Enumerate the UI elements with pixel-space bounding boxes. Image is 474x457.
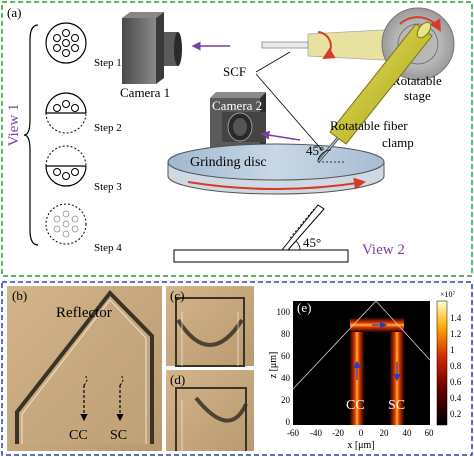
y-tick-20: 20 — [281, 395, 291, 405]
y-tick-40: 40 — [281, 373, 291, 383]
rotatable-fiber-clamp — [316, 21, 433, 163]
panel-c: (c) — [166, 286, 254, 367]
panel-e-colorbar-ticks: 1.4 1.2 1 0.8 0.6 0.4 0.2 — [450, 313, 462, 419]
y-tick-100: 100 — [277, 307, 291, 317]
cbar-tick-1: 1 — [450, 345, 455, 355]
panel-d: (d) — [166, 370, 254, 451]
scf-label: SCF — [223, 64, 246, 79]
fiber-clamp-label-line1: Rotatable fiber — [330, 118, 408, 133]
x-tick-60: 60 — [425, 428, 435, 438]
cbar-tick-0-6: 0.6 — [450, 377, 462, 387]
view1-label: View 1 — [6, 104, 22, 147]
panel-a: (a) View 1 Step 1 Step 2 — [1, 1, 473, 277]
x-tick-neg20: -20 — [332, 428, 344, 438]
cbar-tick-0-4: 0.4 — [450, 393, 462, 403]
panel-e-x-ticks: -60 -40 -20 0 20 40 60 — [287, 428, 434, 438]
panel-e-colorbar — [436, 300, 448, 426]
x-tick-40: 40 — [403, 428, 413, 438]
step4-diagram — [45, 203, 87, 245]
angle-bottom-label: 45° — [303, 235, 321, 250]
panel-b-cc-label: CC — [69, 428, 88, 443]
x-tick-0: 0 — [359, 428, 364, 438]
camera1-label: Camera 1 — [120, 85, 170, 100]
panel-e-y-axis-label: z [μm] — [268, 352, 279, 379]
panel-bottom-row: (b) Reflector CC SC (c) (d) — [1, 281, 473, 456]
rotatable-stage-label-line2: stage — [404, 88, 431, 103]
scf-pointer-2 — [255, 73, 323, 151]
step2-diagram — [45, 92, 87, 134]
reflector-label: Reflector — [56, 305, 112, 321]
panel-b-image — [7, 286, 162, 451]
view1-brace — [23, 24, 39, 246]
camera1-icon — [122, 12, 182, 84]
step3-diagram — [45, 145, 87, 187]
panel-a-label: (a) — [7, 5, 21, 20]
grinding-disc — [167, 143, 385, 195]
reflector-outline — [15, 289, 154, 444]
x-tick-neg60: -60 — [287, 428, 299, 438]
panel-b: (b) Reflector CC SC — [7, 286, 162, 451]
panel-c-label: (c) — [170, 288, 184, 303]
panel-e: CC SC (e) 100 80 60 40 20 0 z [μm] -60 -… — [268, 290, 462, 451]
camera2-icon — [210, 92, 266, 150]
y-tick-0: 0 — [286, 417, 291, 427]
panel-e-colorbar-exponent: ×10⁷ — [440, 290, 456, 299]
x-tick-neg40: -40 — [310, 428, 322, 438]
panel-e-label: (e) — [297, 300, 311, 315]
view2-arrow — [260, 130, 301, 141]
step1-label: Step 1 — [94, 57, 122, 69]
rotatable-stage-label-line1: Rotatable — [392, 73, 442, 88]
x-tick-20: 20 — [380, 428, 390, 438]
step2-label: Step 2 — [94, 122, 122, 134]
cbar-tick-0-8: 0.8 — [450, 361, 462, 371]
view2-label: View 2 — [362, 242, 405, 258]
cbar-tick-0-2: 0.2 — [450, 409, 461, 419]
view2-diagram — [173, 204, 349, 263]
panel-b-label: (b) — [12, 288, 27, 303]
y-tick-80: 80 — [281, 329, 291, 339]
step4-label: Step 4 — [94, 242, 122, 254]
panel-d-label: (d) — [170, 372, 185, 387]
step1-diagram — [45, 22, 87, 64]
angle-arc-top — [317, 149, 332, 161]
panel-e-x-axis-label: x [μm] — [347, 440, 374, 451]
camera2-label: Camera 2 — [212, 98, 262, 113]
panel-e-cc-label: CC — [346, 398, 365, 413]
angle-top-label: 45° — [306, 143, 324, 158]
fiber-clamp-label-line2: clamp — [382, 135, 414, 150]
panel-e-sc-label: SC — [388, 398, 405, 413]
grinding-disc-label: Grinding disc — [190, 155, 267, 170]
panel-e-y-ticks: 100 80 60 40 20 0 — [277, 307, 291, 427]
y-tick-60: 60 — [281, 351, 291, 361]
cbar-tick-1-2: 1.2 — [450, 329, 461, 339]
cbar-tick-1-4: 1.4 — [450, 313, 462, 323]
scf-pointer-1 — [255, 51, 291, 73]
reflector-outline-sim — [292, 300, 431, 390]
panel-b-sc-label: SC — [110, 428, 127, 443]
step3-label: Step 3 — [94, 181, 122, 193]
